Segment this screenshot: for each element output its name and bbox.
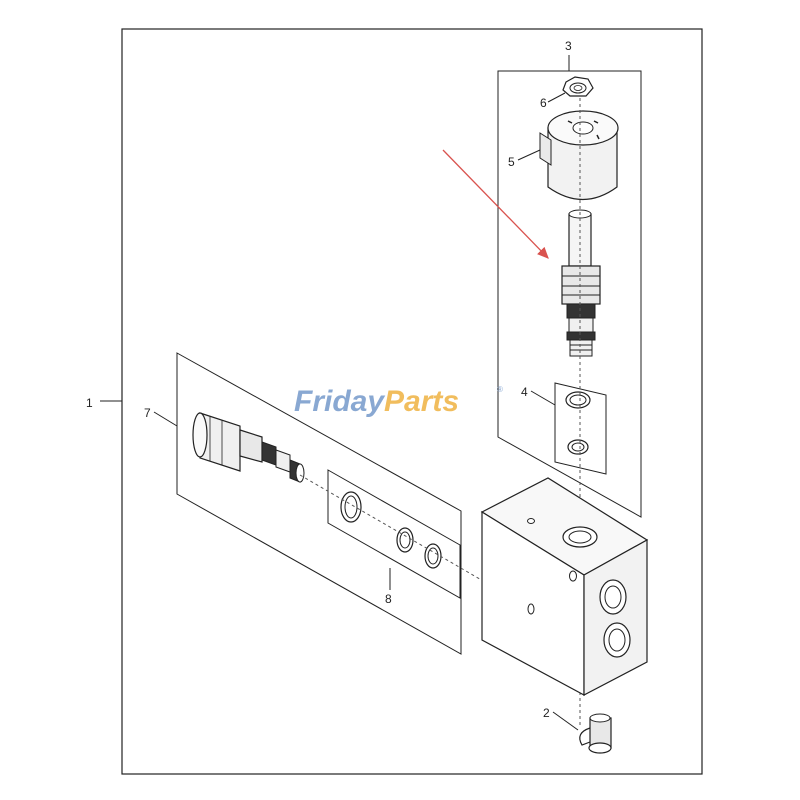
callout-4-label: 4 [521, 385, 528, 399]
relief-valve-subassembly: 7 8 [144, 352, 462, 655]
nut-part-6 [562, 76, 594, 97]
callout-1: 1 [86, 396, 122, 410]
watermark-registered: ® [497, 385, 503, 394]
seal-kit-part-4 [554, 382, 607, 475]
plug-part-2 [579, 713, 612, 754]
solenoid-coil-part-5 [539, 110, 619, 200]
svg-text:FridayParts: FridayParts [294, 385, 459, 418]
callout-3-label: 3 [565, 39, 572, 53]
callout-8-label: 8 [385, 592, 392, 606]
highlight-arrow [442, 149, 549, 259]
callout-5-label: 5 [508, 155, 515, 169]
cartridge-valve-stem [561, 209, 601, 357]
solenoid-valve-subassembly: 3 6 5 [497, 39, 642, 518]
relief-valve-cartridge-part-7 [192, 412, 305, 483]
watermark-text-friday: Friday [294, 385, 385, 418]
seal-kit-part-8 [327, 469, 461, 599]
watermark-logo: FridayParts ® [294, 385, 503, 418]
callout-1-label: 1 [86, 396, 93, 410]
callout-7-label: 7 [144, 406, 151, 420]
watermark-text-parts: Parts [384, 385, 459, 418]
callout-2-label: 2 [543, 706, 550, 720]
callout-6-label: 6 [540, 96, 547, 110]
valve-manifold-block [480, 477, 649, 697]
